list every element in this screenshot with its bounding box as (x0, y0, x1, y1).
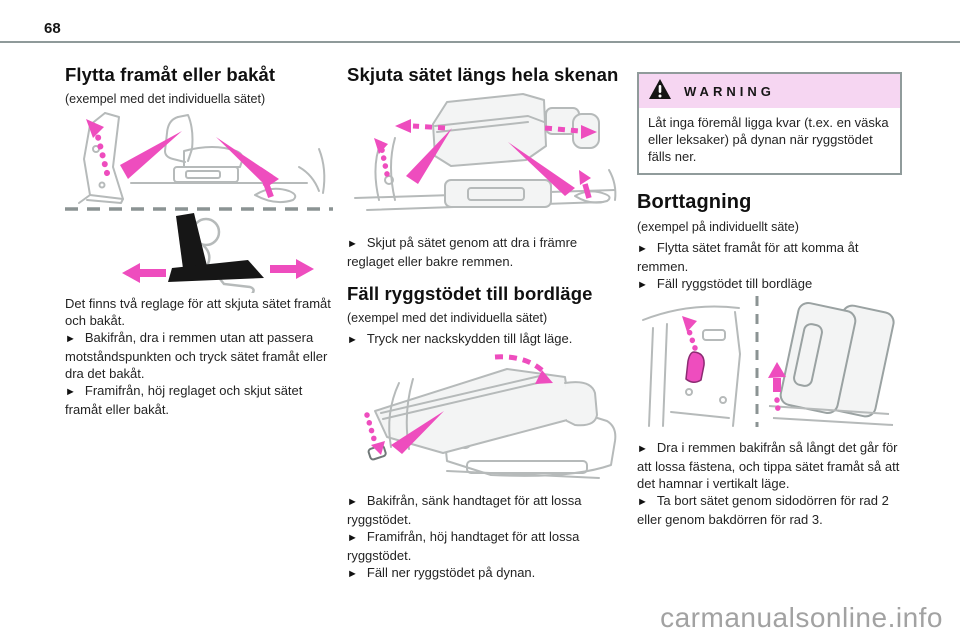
heading-removal: Borttagning (637, 191, 752, 213)
seat-removal-diagram (642, 296, 895, 427)
bullet-arrow-icon: ► (637, 243, 648, 255)
bullet-item: ►Dra i remmen bakifrån så långt det går … (637, 439, 909, 492)
bullet-item: ►Ta bort sätet genom sidodörren för rad … (637, 492, 909, 528)
bullet-item: ►Skjut på sätet genom att dra i främre r… (347, 234, 619, 270)
bullet-item: ►Framifrån, höj handtaget för att lossa … (347, 528, 619, 564)
warning-text: Låt inga föremål ligga kvar (t.ex. en vä… (648, 115, 889, 164)
heading-move-forward-backward: Flytta framåt eller bakåt (65, 64, 276, 85)
heading-slide-seat: Skjuta sätet längs hela skenan (347, 64, 619, 85)
seat-forward-backward-diagram (65, 112, 333, 296)
bullet-text: Tryck ner nackskydden till lågt läge. (366, 331, 573, 346)
seat-fold-figure (347, 349, 619, 484)
column-middle: Skjuta sätet längs hela skenan (347, 63, 619, 583)
warning-title: WARNING (684, 83, 775, 99)
page-number: 68 (44, 20, 61, 37)
watermark: carmanualsonline.info (660, 602, 943, 633)
bullet-text: Framifrån, höj reglaget och skjut sätet … (65, 383, 303, 417)
bullet-text: Bakifrån, dra i remmen utan att passera … (65, 330, 328, 381)
bullet-arrow-icon: ► (65, 333, 76, 345)
bullet-arrow-icon: ► (347, 238, 358, 250)
bullet-arrow-icon: ► (347, 496, 358, 508)
bullet-text: Framifrån, höj handtaget för att lossa r… (347, 529, 580, 563)
bullet-item: ►Framifrån, höj reglaget och skjut sätet… (65, 382, 337, 418)
bullet-arrow-icon: ► (637, 443, 648, 455)
paragraph-intro: Det finns två reglage för att skjuta sät… (65, 296, 331, 328)
column-left: Flytta framåt eller bakåt (exempel med d… (65, 63, 337, 418)
subtitle-individual-seat: (exempel på individuellt säte) (637, 220, 799, 234)
subtitle-individual-seat: (exempel med det individuella sätet) (65, 92, 266, 106)
bullet-text: Fäll ryggstödet till bordläge (656, 276, 813, 291)
bullet-text: Dra i remmen bakifrån så långt det går f… (637, 440, 900, 491)
bullet-item: ►Bakifrån, dra i remmen utan att passera… (65, 329, 337, 382)
warning-header: WARNING (639, 74, 900, 108)
bullet-item: ►Flytta sätet framåt för att komma åt re… (637, 239, 909, 275)
bullet-text: Flytta sätet framåt för att komma åt rem… (637, 240, 859, 274)
bullet-text: Bakifrån, sänk handtaget för att lossa r… (347, 493, 582, 527)
bullet-arrow-icon: ► (347, 334, 358, 346)
warning-triangle-icon (648, 78, 672, 105)
subtitle-individual-seat: (exempel med det individuella sätet) (347, 311, 548, 325)
bullet-arrow-icon: ► (347, 532, 358, 544)
header-rule (0, 41, 960, 43)
bullet-text: Fäll ner ryggstödet på dynan. (366, 565, 536, 580)
bullet-arrow-icon: ► (637, 496, 648, 508)
backrest-table-position-diagram (364, 354, 617, 479)
seat-slide-rail-diagram (354, 93, 617, 211)
bullet-arrow-icon: ► (347, 568, 358, 580)
seat-removal-figure (637, 294, 909, 429)
seat-adjust-figure (65, 107, 337, 296)
bullet-arrow-icon: ► (637, 279, 648, 291)
seat-slide-figure (347, 86, 619, 226)
bullet-item: ► Tryck ner nackskydden till lågt läge. (347, 330, 619, 349)
column-right: WARNING Låt inga föremål ligga kvar (t.e… (637, 63, 909, 528)
bullet-text: Ta bort sätet genom sidodörren för rad 2… (637, 493, 889, 527)
bullet-item: ► Fäll ryggstödet till bordläge (637, 275, 909, 294)
warning-box: WARNING Låt inga föremål ligga kvar (t.e… (637, 72, 902, 175)
bullet-text: Skjut på sätet genom att dra i främre re… (347, 235, 578, 269)
bullet-item: ►Bakifrån, sänk handtaget för att lossa … (347, 492, 619, 528)
bullet-item: ► Fäll ner ryggstödet på dynan. (347, 564, 619, 583)
bullet-arrow-icon: ► (65, 386, 76, 398)
heading-fold-backrest: Fäll ryggstödet till bordläge (347, 283, 593, 304)
